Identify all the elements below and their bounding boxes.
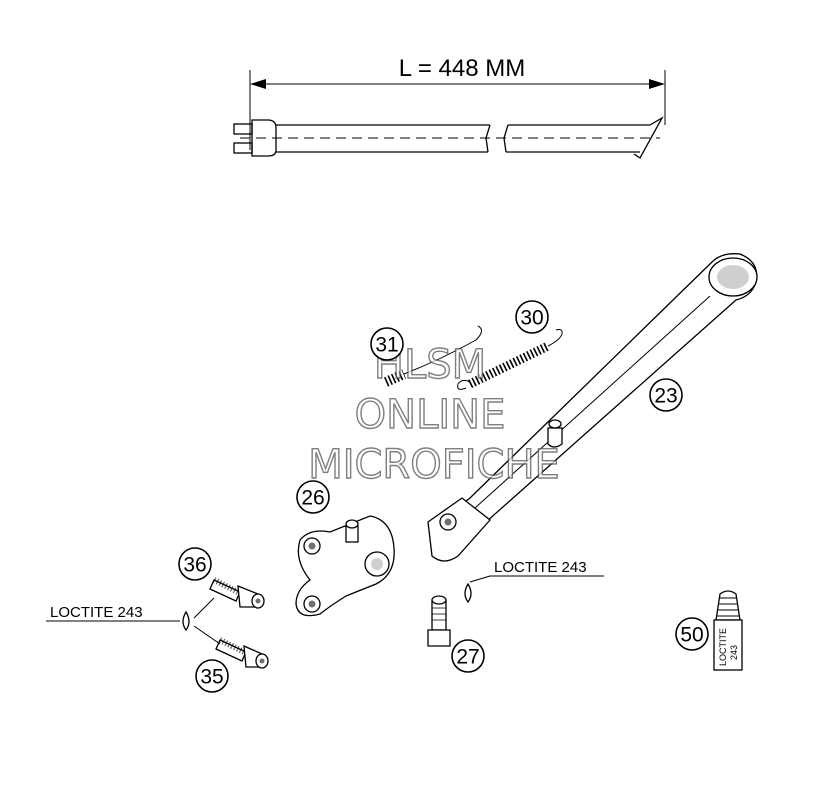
- bolt-36: [209, 577, 265, 609]
- side-stand: [427, 253, 758, 562]
- part-number-26: 26: [301, 487, 324, 510]
- callout-50[interactable]: 50: [675, 617, 709, 651]
- pin: [427, 595, 451, 647]
- watermark-line-3: MICROFICHE: [308, 442, 560, 488]
- part-number-35: 35: [200, 666, 223, 689]
- callout-36[interactable]: 36: [178, 547, 212, 581]
- watermark: HLSM ONLINE MICROFICHE: [307, 341, 560, 488]
- loctite-label-left: LOCTITE 243: [50, 604, 143, 621]
- part-number-36: 36: [183, 554, 206, 577]
- spring-31: [383, 325, 482, 387]
- bolt-35: [215, 637, 269, 669]
- callout-27[interactable]: 27: [451, 639, 485, 673]
- tube-number: 243: [729, 645, 739, 660]
- bracket: [295, 515, 395, 617]
- callout-31[interactable]: 31: [370, 327, 404, 361]
- callout-35[interactable]: 35: [195, 659, 229, 693]
- dimension-label: L = 448 MM: [399, 55, 526, 82]
- spring-30: [457, 329, 563, 390]
- loctite-label-right: LOCTITE 243: [494, 559, 587, 576]
- part-number-27: 27: [456, 646, 479, 669]
- length-dimension-drawing: L = 448 MM: [233, 55, 666, 159]
- callout-26[interactable]: 26: [296, 480, 330, 514]
- part-number-30: 30: [520, 307, 543, 330]
- loctite-drop-left: [46, 597, 221, 645]
- part-number-23: 23: [654, 385, 677, 408]
- part-number-50: 50: [680, 624, 703, 647]
- watermark-line-2: ONLINE: [355, 392, 506, 438]
- part-number-31: 31: [375, 334, 398, 357]
- tube-brand: LOCTITE: [718, 628, 728, 666]
- callout-30[interactable]: 30: [515, 300, 549, 334]
- loctite-tube: LOCTITE 243: [713, 590, 743, 671]
- loctite-drop-right: [464, 575, 604, 604]
- callout-23[interactable]: 23: [649, 378, 683, 412]
